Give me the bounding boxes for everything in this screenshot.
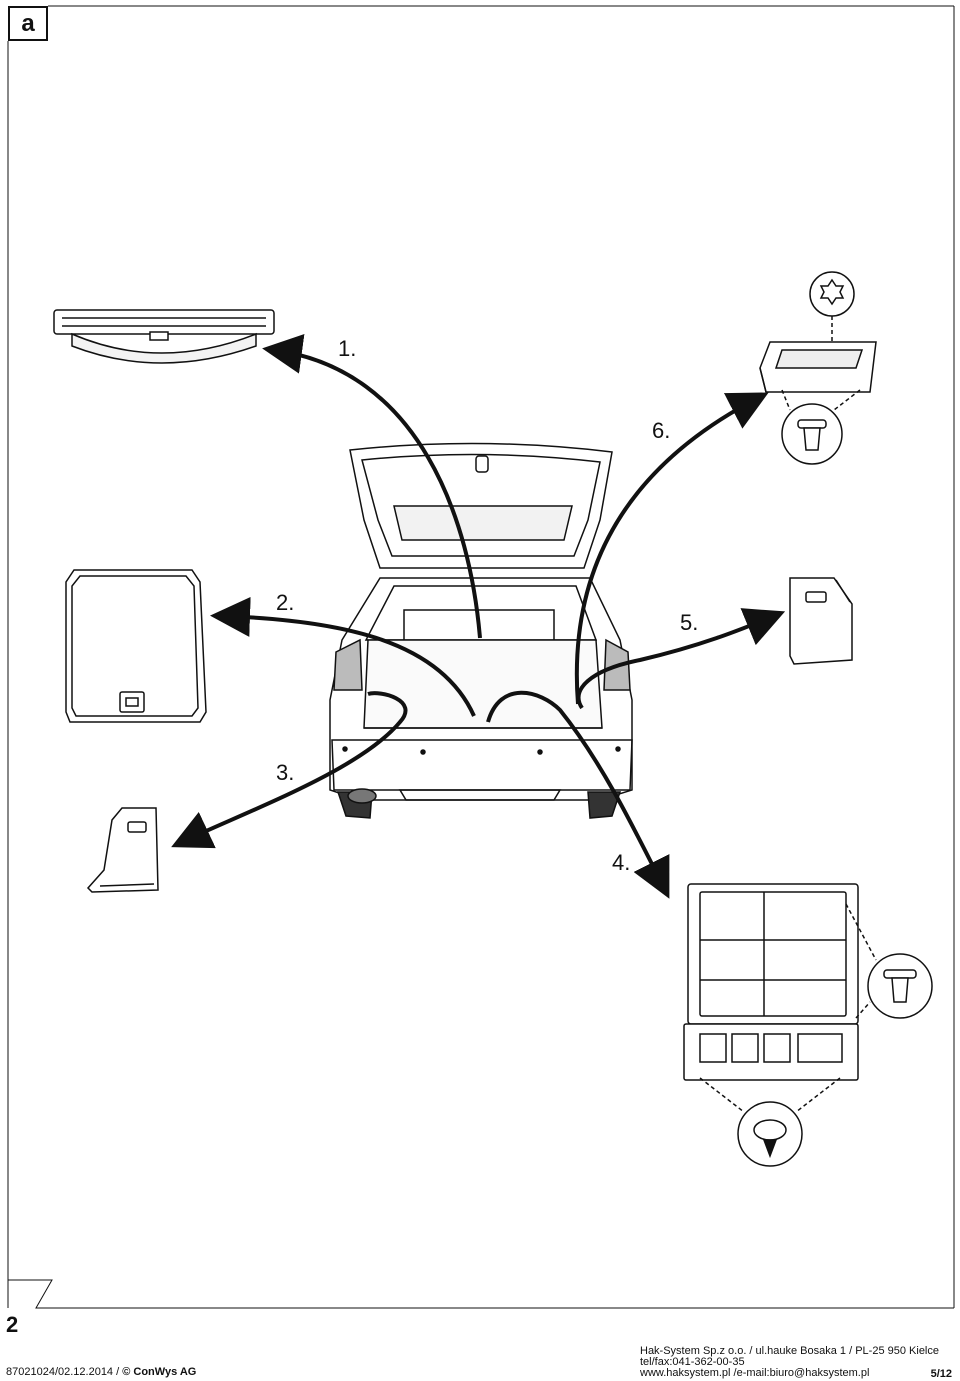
step-label-6: 6. — [652, 418, 671, 443]
step-label-5: 5. — [680, 610, 699, 635]
lining-clip-detail — [845, 903, 933, 1019]
address-line-2: tel/fax:041-362-00-35 — [640, 1356, 745, 1368]
arrows — [171, 334, 786, 899]
step-label-3: 3. — [276, 760, 295, 785]
car-rear-view — [329, 442, 633, 819]
page-label: a — [21, 9, 35, 37]
storage-tray-part — [759, 341, 877, 393]
left-side-trim-part — [86, 807, 159, 893]
lining-rivet-detail — [699, 1077, 841, 1167]
page-of: 5/12 — [930, 1368, 952, 1380]
step-label-1: 1. — [338, 336, 357, 361]
cargo-cover-part — [53, 309, 275, 364]
address-line-3: www.haksystem.pl /e-mail:biuro@haksystem… — [640, 1367, 870, 1379]
tray-screw-detail — [809, 271, 855, 342]
document-id-line: 87021024/02.12.2014 / © ConWys AG — [6, 1366, 196, 1378]
document-id: 87021024/02.12.2014 / — [6, 1366, 120, 1378]
step-label-4: 4. — [612, 850, 631, 875]
trunk-floor-lining-part — [683, 883, 859, 1081]
floor-panel-part — [65, 569, 207, 723]
page-label-box: a — [8, 6, 48, 41]
address-line-1: Hak-System Sp.z o.o. / ul.hauke Bosaka 1… — [640, 1345, 939, 1357]
tray-clip-detail — [781, 389, 861, 465]
right-side-trim-part — [789, 577, 853, 665]
copyright: © ConWys AG — [122, 1366, 197, 1378]
step-label-2: 2. — [276, 590, 295, 615]
page-number: 2 — [6, 1312, 19, 1337]
